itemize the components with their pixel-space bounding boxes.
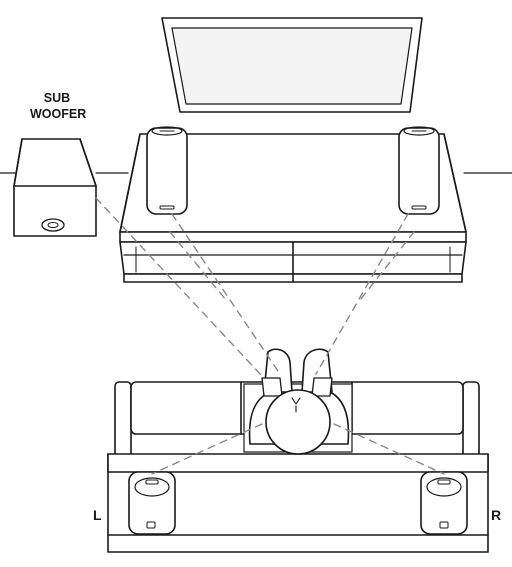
front-right-speaker bbox=[398, 126, 440, 215]
front-left-speaker bbox=[146, 126, 188, 215]
subwoofer-label-line1: SUB bbox=[43, 91, 71, 105]
right-speaker-label: R bbox=[491, 507, 502, 523]
sight-line-rear-left bbox=[151, 423, 263, 475]
subwoofer bbox=[13, 138, 97, 237]
sight-line-front-left bbox=[171, 213, 281, 375]
sight-line-front-right bbox=[315, 213, 409, 375]
sight-line-subwoofer bbox=[95, 197, 263, 377]
subwoofer-label: SUB WOOFER bbox=[30, 91, 87, 123]
tv-stand bbox=[119, 133, 467, 283]
sight-lines bbox=[95, 197, 445, 475]
rear-left-speaker bbox=[128, 471, 176, 535]
rear-right-speaker bbox=[420, 471, 468, 535]
sight-line-rear-right bbox=[333, 423, 445, 475]
tv bbox=[161, 17, 423, 113]
subwoofer-label-line2: WOOFER bbox=[30, 106, 87, 121]
left-speaker-label: L bbox=[93, 507, 102, 523]
listener bbox=[243, 348, 353, 455]
